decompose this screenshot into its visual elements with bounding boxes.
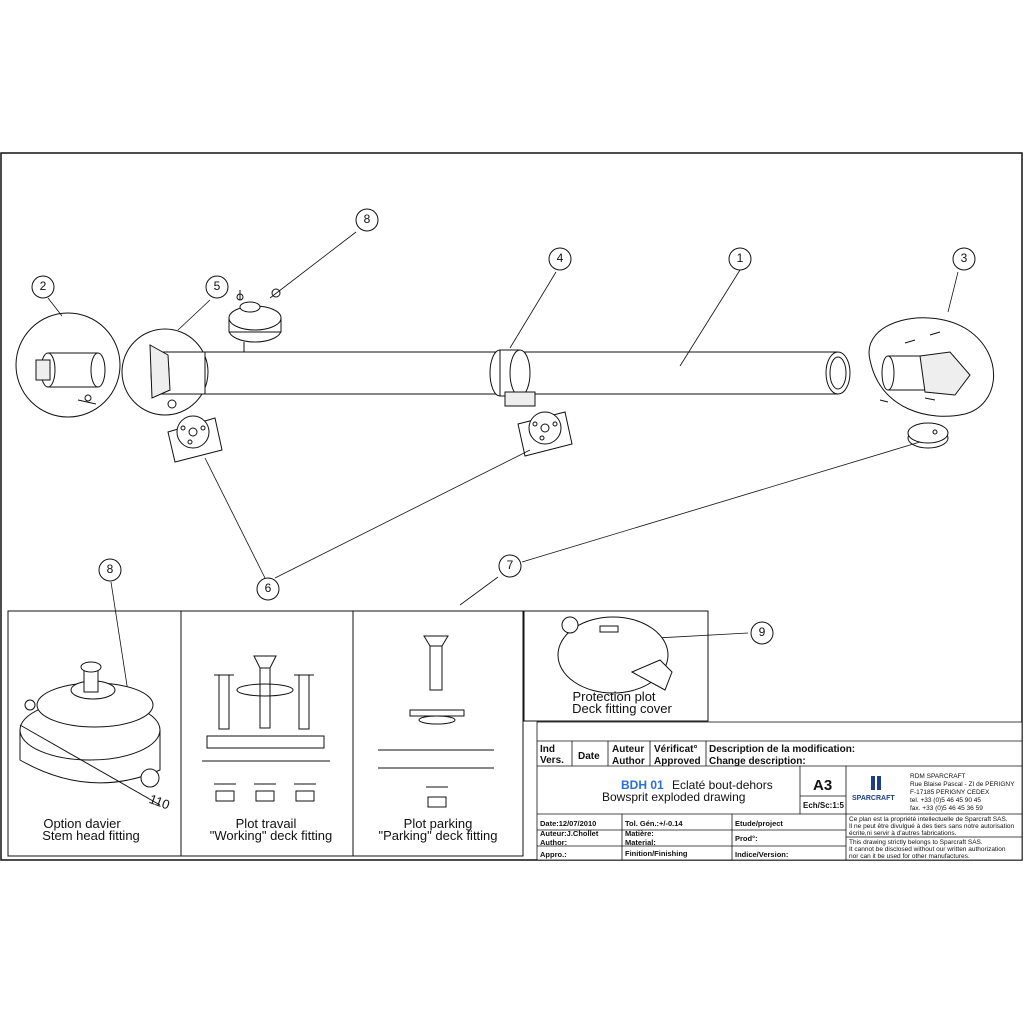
clamp-collar [489, 349, 536, 407]
balloon-label-9: 9 [759, 625, 766, 639]
balloon-label-2: 2 [40, 279, 47, 293]
balloon-3: 3 [952, 247, 976, 271]
auteur-label: Auteur [612, 744, 644, 755]
author-label: Author [612, 756, 645, 767]
legal-line-3: écrite,ni servir à d'autres fabrications… [849, 830, 957, 837]
ind-label: Ind [540, 744, 555, 755]
balloon-label-8-detail: 8 [107, 562, 114, 576]
company-line-5: fax. +33 (0)5 46 45 36 59 [910, 805, 983, 812]
balloon-label-3: 3 [961, 251, 968, 265]
legal-line-4: This drawing strictly belongs to Sparcra… [849, 839, 983, 846]
drawing-ref: BDH 01 [621, 778, 664, 792]
heel-fitting-detail [15, 312, 121, 418]
approved-label: Approved [654, 756, 701, 767]
title-fr: Eclaté bout-dehors [672, 778, 773, 792]
caption-parking-en: "Parking" deck fitting [378, 828, 497, 843]
stem-head-fitting-iso [228, 288, 282, 352]
balloon-label-8-top: 8 [364, 212, 371, 226]
deck-fitting-left [167, 415, 223, 463]
desc-fr-label: Description de la modification: [709, 744, 855, 755]
balloon-label-4: 4 [557, 251, 564, 265]
dimension-110: 110 [147, 791, 172, 812]
balloon-label-5: 5 [214, 279, 221, 293]
balloon-5: 5 [205, 275, 229, 299]
material-label: Material: [625, 838, 656, 847]
leader-lines [47, 231, 959, 693]
logo-text: SPARCRAFT [852, 795, 895, 802]
detail-boxes [7, 610, 709, 857]
scale: Ech/Sc:1:5 [803, 801, 844, 810]
company-address: RDM SPARCRAFT Rue Blaise Pascal - ZI de … [910, 773, 1015, 812]
balloon-label-7: 7 [507, 558, 514, 572]
etude-label: Etude/project [735, 819, 783, 828]
balloon-4: 4 [548, 247, 572, 271]
balloon-2: 2 [31, 275, 55, 299]
legal-line-1: Ce plan est la propriété intellectuelle … [849, 816, 1008, 823]
title-block [536, 721, 1023, 861]
legal-line-2: Il ne peut être divulgué à des tiers san… [849, 823, 1015, 830]
parking-deck-fitting-detail [378, 635, 494, 808]
caption-protection-en: Deck fitting cover [572, 701, 672, 716]
caption-davier-fr: Option davier [43, 816, 121, 831]
working-deck-fitting-detail [202, 655, 330, 802]
caption-parking-fr: Plot parking [404, 816, 473, 831]
balloon-7: 7 [498, 554, 522, 578]
indice-label: Indice/Version: [735, 850, 788, 859]
caption-davier-en: Stem head fitting [42, 828, 140, 843]
balloon-8-top: 8 [355, 208, 379, 232]
author-field: Author: [540, 838, 567, 847]
company-line-3: F-17185 PERIGNY CEDEX [910, 789, 990, 796]
bobstay-fitting-detail [121, 328, 209, 416]
title-en: Bowsprit exploded drawing [602, 790, 745, 804]
company-line-4: tel. +33 (0)5 46 45 90 45 [910, 797, 981, 804]
date-header: Date [578, 751, 600, 762]
balloon-label-1: 1 [737, 251, 744, 265]
finition-label: Finition/Finishing [625, 849, 688, 858]
caption-travail-en: "Working" deck fitting [210, 828, 332, 843]
tip-fitting-detail [868, 317, 994, 417]
balloon-1: 1 [728, 247, 752, 271]
vers-label: Vers. [540, 755, 564, 766]
drawing-title: BDH 01 Eclaté bout-dehors Bowsprit explo… [602, 777, 844, 810]
matiere-label: Matière: [625, 829, 654, 838]
balloon-6: 6 [256, 577, 280, 601]
sparcraft-logo: SPARCRAFT [852, 776, 895, 802]
verificat-label: Vérificat° [654, 744, 697, 755]
company-line-2: Rue Blaise Pascal - ZI de PERIGNY [910, 781, 1015, 788]
desc-en-label: Change description: [709, 756, 806, 767]
company-line-1: RDM SPARCRAFT [910, 773, 966, 780]
prod-label: Prod°: [735, 834, 758, 843]
revision-header: Ind Vers. Date Auteur Author Vérificat° … [540, 744, 855, 767]
info-grid: Date:12/07/2010 Tol. Gén.:+/-0.14 Etude/… [540, 819, 788, 859]
legal-line-6: nor can it be used for other manufacture… [849, 853, 970, 860]
sheet-format: A3 [813, 777, 832, 794]
caption-travail-fr: Plot travail [236, 816, 297, 831]
date-value: Date:12/07/2010 [540, 819, 596, 828]
tolerance: Tol. Gén.:+/-0.14 [625, 819, 683, 828]
caption-protection-fr: Protection plot [572, 689, 655, 704]
legal-line-5: It cannot be disclosed without our writt… [849, 846, 1006, 853]
deck-fitting-cover-detail [557, 616, 673, 694]
balloon-8-detail: 8 [98, 558, 122, 582]
appro-label: Appro.: [540, 850, 567, 859]
drawing-frame [0, 152, 1023, 861]
legal-notice: Ce plan est la propriété intellectuelle … [849, 816, 1015, 860]
auteur-name: Auteur:J.Chollet [540, 829, 599, 838]
balloon-label-6: 6 [265, 581, 272, 595]
deck-fitting-cover-iso [907, 422, 949, 449]
deck-fitting-middle [517, 411, 573, 457]
stem-head-fitting-detail [19, 661, 161, 806]
balloon-9: 9 [750, 621, 774, 645]
